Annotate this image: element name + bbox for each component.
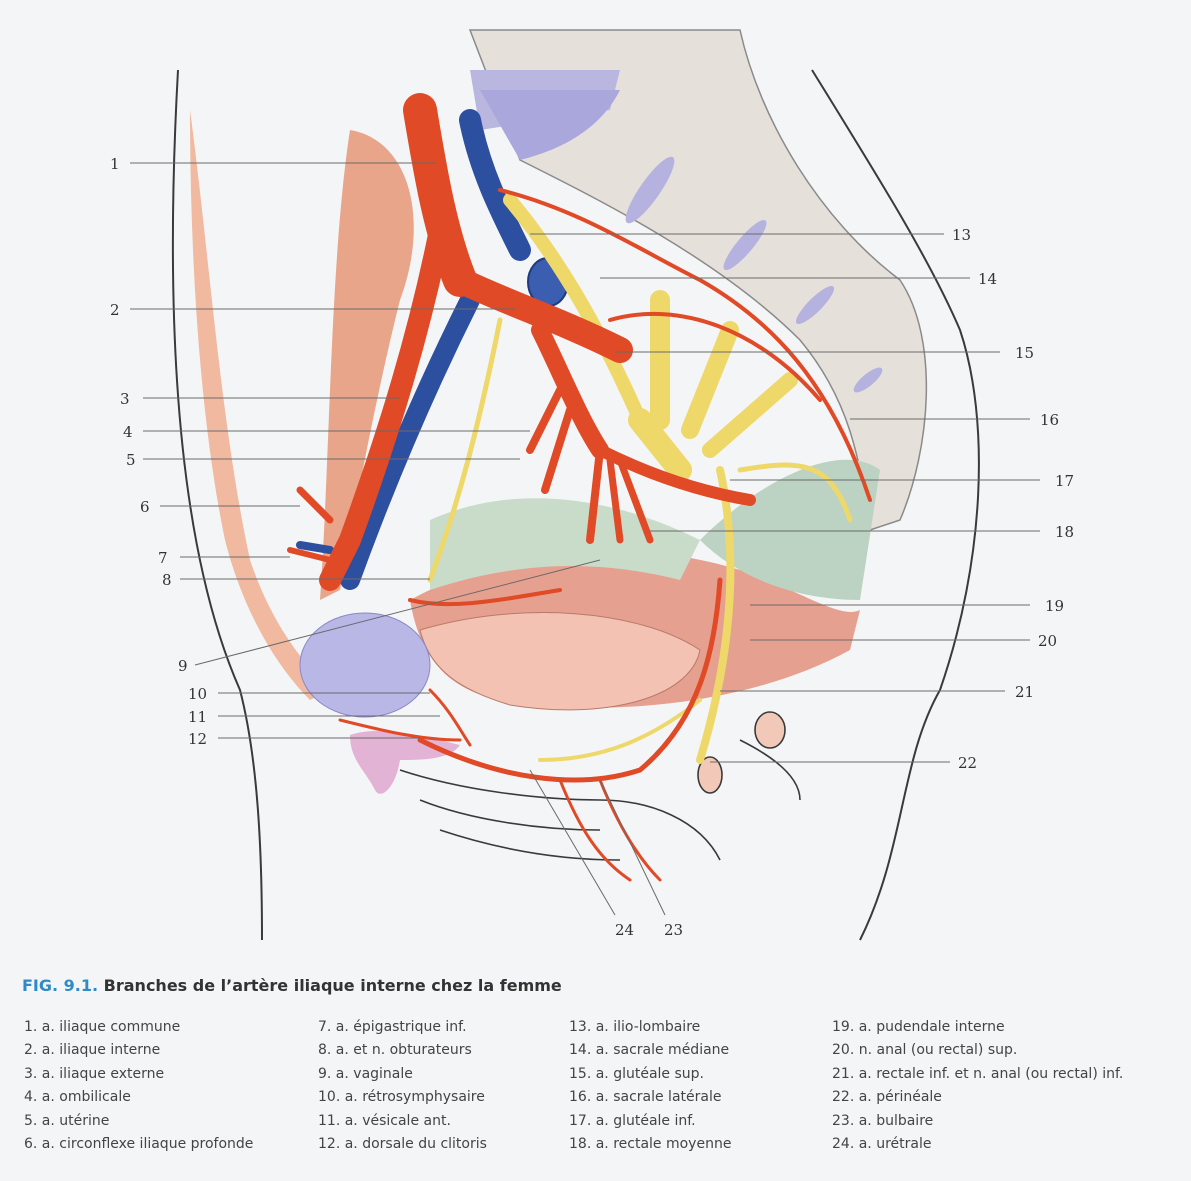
legend-item: 9. a. vaginale [318, 1065, 413, 1082]
legend-column-1: 1. a. iliaque commune 2. a. iliaque inte… [24, 1016, 253, 1156]
callout-24: 24 [615, 921, 634, 939]
psoas-muscle [320, 130, 414, 600]
figure-caption: FIG. 9.1. Branches de l’artère iliaque i… [22, 976, 562, 995]
legend-item: 23. a. bulbaire [832, 1112, 934, 1129]
legend-item: 20. n. anal (ou rectal) sup. [832, 1042, 1018, 1059]
legend-item: 3. a. iliaque externe [24, 1065, 165, 1082]
legend-item: 14. a. sacrale médiane [569, 1042, 730, 1059]
callout-10: 10 [188, 685, 207, 703]
callout-3: 3 [120, 390, 130, 408]
pubic-symphysis [299, 612, 431, 718]
legend-item: 10. a. rétrosymphysaire [318, 1089, 485, 1106]
legend-item: 8. a. et n. obturateurs [318, 1042, 472, 1059]
callout-8: 8 [162, 571, 172, 589]
legend-column-3: 13. a. ilio-lombaire 14. a. sacrale médi… [569, 1016, 731, 1156]
callout-12: 12 [188, 730, 207, 748]
callout-14: 14 [978, 270, 997, 288]
legend-item: 17. a. glutéale inf. [569, 1112, 696, 1129]
legend-item: 2. a. iliaque interne [24, 1042, 161, 1059]
legend-item: 4. a. ombilicale [24, 1089, 131, 1106]
bladder [419, 612, 701, 711]
legend-item: 1. a. iliaque commune [24, 1019, 181, 1035]
legend-item: 19. a. pudendale interne [832, 1019, 1005, 1035]
legend-item: 16. a. sacrale latérale [569, 1089, 722, 1106]
callout-7: 7 [158, 549, 168, 567]
sacrospinous-ligament [700, 459, 880, 600]
legend-item: 7. a. épigastrique inf. [318, 1019, 467, 1035]
callout-13: 13 [952, 226, 971, 244]
callout-6: 6 [140, 498, 150, 516]
legend-item: 6. a. circonflexe iliaque profonde [24, 1136, 254, 1153]
callout-22: 22 [958, 754, 977, 772]
callout-23: 23 [664, 921, 683, 939]
callout-leaders [130, 162, 1040, 916]
callout-11: 11 [188, 708, 207, 726]
legend-column-2: 7. a. épigastrique inf. 8. a. et n. obtu… [318, 1016, 487, 1156]
legend-item: 22. a. périnéale [832, 1089, 942, 1106]
arteries [287, 93, 872, 882]
callout-15: 15 [1015, 344, 1034, 362]
legend-item: 18. a. rectale moyenne [569, 1136, 732, 1153]
callout-4: 4 [123, 423, 133, 441]
callout-5: 5 [126, 451, 136, 469]
figure-title: Branches de l’artère iliaque interne che… [103, 976, 562, 995]
callout-2: 2 [110, 301, 120, 319]
callout-18: 18 [1055, 523, 1074, 541]
legend-item: 15. a. glutéale sup. [569, 1065, 704, 1082]
legend-item: 5. a. utérine [24, 1112, 110, 1129]
legend-column-4: 19. a. pudendale interne 20. n. anal (ou… [832, 1016, 1123, 1156]
obturator-region [430, 498, 700, 590]
perineum-outline [399, 711, 801, 861]
callout-20: 20 [1038, 632, 1057, 650]
anatomy-illustration: 1 2 3 4 5 6 7 8 9 10 11 12 13 14 15 16 1… [110, 29, 1074, 941]
callout-16: 16 [1040, 411, 1059, 429]
sacrum-spine [468, 29, 928, 531]
callout-19: 19 [1045, 597, 1064, 615]
callout-17: 17 [1055, 472, 1074, 490]
legend-item: 21. a. rectale inf. et n. anal (ou recta… [832, 1065, 1124, 1082]
callout-21: 21 [1015, 683, 1034, 701]
veins [296, 109, 531, 590]
legend-item: 24. a. urétrale [832, 1136, 932, 1153]
figure-label: FIG. 9.1. [22, 976, 99, 995]
callout-numbers: 1 2 3 4 5 6 7 8 9 10 11 12 13 14 15 16 1… [110, 155, 1074, 939]
legend-item: 11. a. vésicale ant. [318, 1112, 451, 1129]
legend-item: 12. a. dorsale du clitoris [318, 1136, 487, 1153]
nerves [427, 193, 853, 764]
callout-9: 9 [178, 657, 188, 675]
body-outline [171, 69, 980, 941]
legend-item: 13. a. ilio-lombaire [569, 1019, 701, 1035]
abdominal-wall [190, 110, 330, 700]
callout-1: 1 [110, 155, 120, 173]
